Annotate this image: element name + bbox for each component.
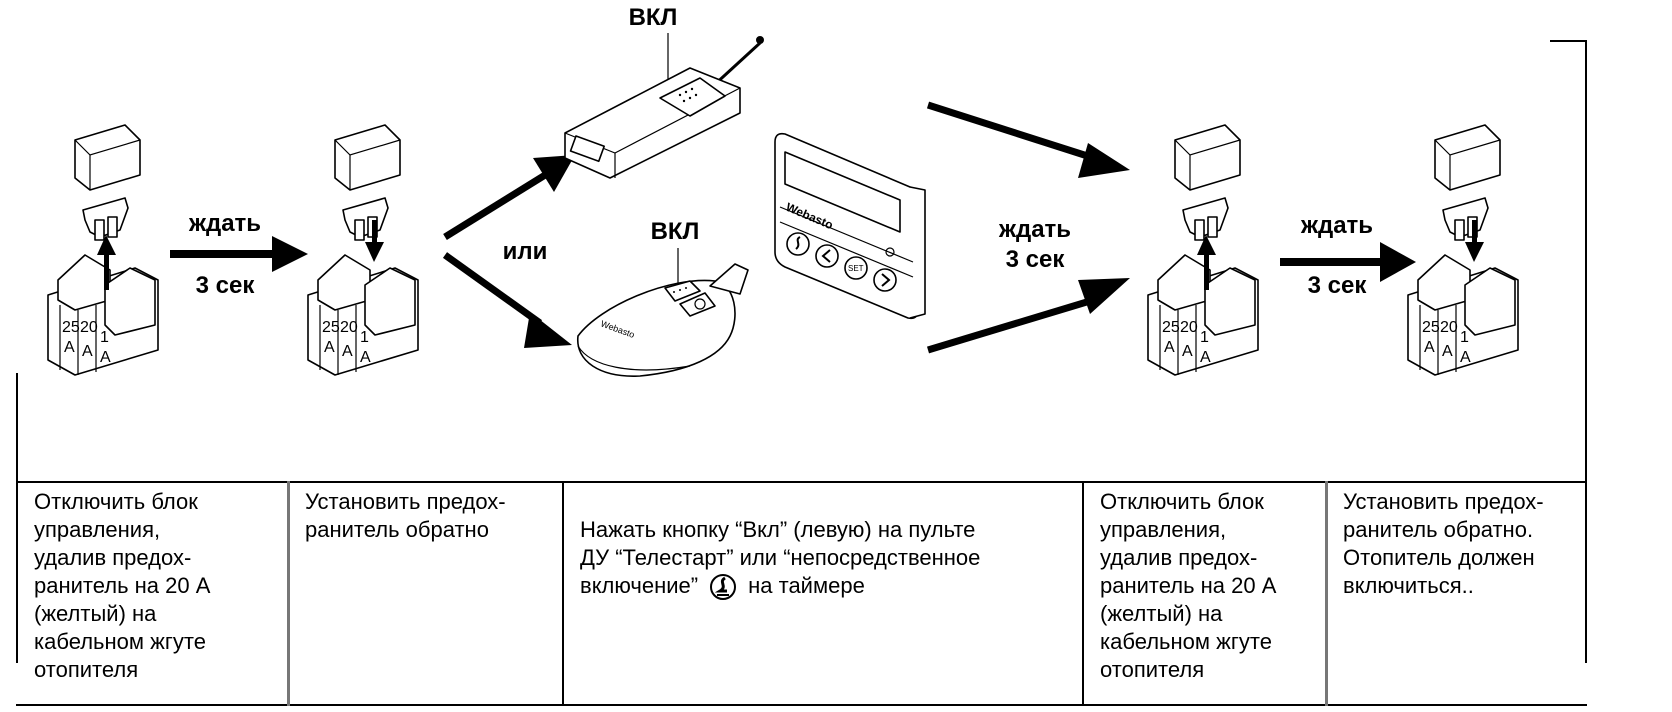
- blade-fuse: [82, 197, 129, 241]
- fuse-holder: 25 20 1 A A A: [1147, 254, 1259, 376]
- arrow-up-icon: [1197, 235, 1216, 290]
- fuse-rating-25: 25: [1162, 319, 1180, 336]
- timer-set-button: SET: [844, 256, 868, 280]
- fuse-cover: [334, 124, 401, 191]
- fuse-cover: [74, 124, 141, 191]
- fuse-rating-20: 20: [1180, 319, 1198, 336]
- fuse-cover: [1174, 124, 1241, 191]
- wait-duration-label-3: 3 сек: [1307, 272, 1367, 299]
- fuse-rating-1: 1: [1200, 329, 1209, 346]
- step-5-text: Установить предох- ранитель обратно. Ото…: [1343, 489, 1544, 598]
- fuse-holder: 25 20 1 A A A: [307, 254, 419, 376]
- fuse-rating-25: 25: [322, 319, 340, 336]
- fuse-unit-a: A: [1182, 343, 1193, 360]
- frame-left-border: [16, 373, 18, 663]
- wait-duration-label-2: 3 сек: [1005, 246, 1065, 273]
- fuse-cover: [1434, 124, 1501, 191]
- fuse-unit-a: A: [1424, 339, 1435, 356]
- step-3-text-tail: на таймере: [748, 573, 865, 598]
- fuse-block-install-2: 25 20 1 A A A: [1407, 124, 1519, 376]
- fuse-unit-a: A: [100, 349, 111, 366]
- step-3-text-main: Нажать кнопку “Вкл” (левую) на пульте ДУ…: [580, 517, 981, 598]
- frame-right-border: [1585, 40, 1587, 663]
- timer-direct-start-button: [786, 232, 810, 256]
- fuse-rating-1: 1: [100, 329, 109, 346]
- arrow-down-icon: [1465, 220, 1484, 262]
- fuse-unit-a: A: [342, 343, 353, 360]
- arrow-from-devices-bottom-icon: [926, 278, 1130, 354]
- step-2-text: Установить предох- ранитель обратно: [305, 489, 506, 542]
- fuse-holder: 25 20 1 A A A: [47, 254, 159, 376]
- keyfob-on-button-label: ВКЛ: [650, 218, 700, 245]
- table-divider-4: [1325, 481, 1328, 706]
- fuse-unit-a: A: [1164, 339, 1175, 356]
- webasto-timer: Webasto SET: [774, 132, 926, 320]
- frame-top-right-tick: [1550, 40, 1587, 42]
- fuse-block-remove-2: 25 20 1 A A A: [1147, 124, 1259, 376]
- svg-text:SET: SET: [848, 264, 864, 273]
- fuse-holder: 25 20 1 A A A: [1407, 254, 1519, 376]
- fuse-rating-25: 25: [62, 319, 80, 336]
- wait-label-1: ждать: [188, 210, 262, 237]
- step-3-text: Нажать кнопку “Вкл” (левую) на пульте ДУ…: [580, 488, 1070, 602]
- step-4-text: Отключить блок управления, удалив предох…: [1100, 489, 1277, 682]
- fuse-unit-a: A: [64, 339, 75, 356]
- fuse-unit-a: A: [1200, 349, 1211, 366]
- fuse-block-install-1: 25 20 1 A A A: [307, 124, 419, 376]
- telestart-on-button-label: ВКЛ: [628, 4, 678, 31]
- fuse-unit-a: A: [360, 349, 371, 366]
- blade-fuse: [1182, 197, 1229, 241]
- wait-label-3: ждать: [1300, 212, 1374, 239]
- arrow-down-icon: [365, 220, 384, 262]
- fuse-rating-1: 1: [360, 329, 369, 346]
- arrow-to-keyfob-icon: [442, 252, 572, 348]
- telestart-remote: [564, 33, 764, 179]
- fuse-rating-25: 25: [1422, 319, 1440, 336]
- fuse-rating-20: 20: [1440, 319, 1458, 336]
- table-bottom-border: [16, 704, 1587, 706]
- arrow-from-devices-top-icon: [926, 101, 1130, 178]
- arrow-right-icon: [170, 236, 308, 272]
- timer-left-button: [815, 244, 839, 268]
- keyfob-remote: Webasto: [577, 248, 749, 377]
- wait-label-2: ждать: [998, 216, 1072, 243]
- table-top-border: [16, 481, 1587, 483]
- fuse-block-remove-1: 25 20 1 A A A: [47, 124, 159, 376]
- arrow-to-telestart-icon: [443, 155, 575, 240]
- arrow-right-icon: [1280, 242, 1416, 282]
- table-divider-3: [1082, 481, 1084, 706]
- arrow-up-icon: [97, 235, 116, 290]
- table-divider-2: [562, 481, 564, 706]
- fuse-rating-20: 20: [80, 319, 98, 336]
- direct-start-icon: [710, 574, 737, 601]
- or-label: или: [502, 238, 548, 265]
- table-divider-1: [287, 481, 290, 706]
- fuse-unit-a: A: [324, 339, 335, 356]
- fuse-unit-a: A: [1460, 349, 1471, 366]
- fuse-rating-1: 1: [1460, 329, 1469, 346]
- fuse-rating-20: 20: [340, 319, 358, 336]
- timer-right-button: [873, 268, 897, 292]
- fuse-unit-a: A: [1442, 343, 1453, 360]
- fuse-unit-a: A: [82, 343, 93, 360]
- step-1-text: Отключить блок управления, удалив предох…: [34, 489, 211, 682]
- wait-duration-label-1: 3 сек: [195, 272, 255, 299]
